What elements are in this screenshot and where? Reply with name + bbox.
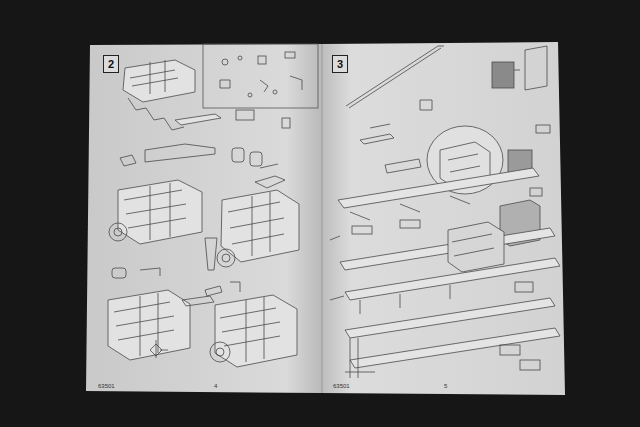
line-art	[330, 236, 344, 300]
right-page-art	[330, 46, 560, 378]
step-number-box: 2	[103, 55, 119, 73]
line-art	[222, 59, 228, 65]
line-art	[109, 223, 127, 241]
line-art	[345, 298, 555, 338]
step-number-box: 3	[332, 55, 348, 73]
line-art	[322, 44, 323, 393]
catalog-number: 63501	[98, 383, 115, 389]
line-art	[123, 60, 195, 102]
step-number: 2	[108, 59, 114, 70]
step-number: 3	[337, 59, 343, 70]
line-art	[228, 192, 284, 256]
line-art	[118, 180, 202, 244]
line-art	[322, 42, 565, 395]
line-art	[452, 234, 494, 256]
line-art	[222, 254, 230, 262]
line-art	[345, 258, 560, 300]
line-art	[346, 46, 444, 108]
line-art	[248, 93, 252, 97]
line-art	[232, 148, 244, 162]
line-art	[520, 360, 540, 370]
line-art	[514, 46, 547, 90]
page-number: 5	[444, 383, 447, 389]
line-art	[112, 268, 126, 278]
line-art	[124, 183, 186, 240]
line-art	[120, 144, 215, 166]
line-art	[203, 44, 318, 108]
line-art	[350, 328, 560, 368]
pages	[86, 42, 565, 395]
line-art	[500, 345, 520, 355]
line-art	[128, 98, 184, 130]
line-art	[536, 125, 550, 133]
line-art	[345, 338, 375, 378]
line-art	[108, 290, 190, 360]
line-art	[285, 52, 295, 58]
page-number: 4	[214, 383, 217, 389]
line-art	[140, 268, 160, 276]
line-art	[255, 164, 285, 188]
catalog-number: 63501	[333, 383, 350, 389]
line-art	[385, 159, 421, 173]
line-art	[530, 188, 542, 196]
line-art	[175, 114, 221, 125]
line-art	[217, 249, 235, 267]
line-art	[221, 190, 299, 262]
line-art	[86, 44, 322, 393]
line-art	[515, 282, 533, 292]
line-art	[114, 293, 174, 356]
line-art	[360, 100, 432, 144]
left-page-art	[108, 44, 318, 367]
line-art	[150, 340, 168, 358]
line-art	[492, 62, 514, 88]
line-art	[338, 168, 539, 208]
line-art	[236, 110, 254, 120]
line-art	[360, 285, 450, 314]
line-art	[210, 342, 230, 362]
line-art	[205, 282, 240, 296]
line-art	[350, 196, 470, 220]
line-art	[400, 220, 420, 228]
line-art	[220, 76, 302, 92]
line-art	[130, 60, 178, 94]
line-art	[114, 228, 122, 236]
line-art	[448, 222, 504, 272]
line-art	[238, 56, 242, 60]
line-art	[216, 348, 224, 356]
line-art	[250, 152, 262, 166]
line-art	[258, 56, 266, 64]
line-art	[205, 238, 217, 270]
line-art	[220, 297, 280, 362]
line-art	[352, 226, 372, 234]
line-art	[215, 295, 297, 367]
line-art	[182, 296, 214, 306]
line-art	[282, 118, 290, 128]
line-art	[273, 90, 277, 94]
